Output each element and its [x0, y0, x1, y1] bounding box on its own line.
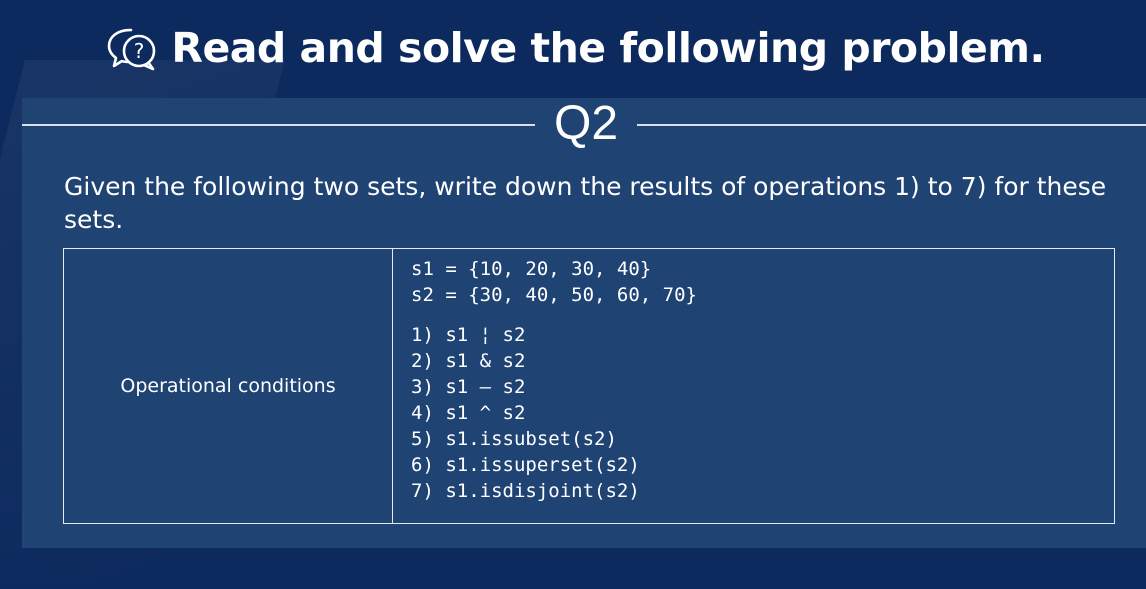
question-chat-bubble-icon: ?: [108, 28, 156, 71]
conditions-table: Operational conditions s1 = {10, 20, 30,…: [63, 248, 1115, 524]
operation-4: 4) s1 ^ s2: [411, 402, 526, 424]
set-definition-s1: s1 = {10, 20, 30, 40}: [411, 258, 652, 280]
spacer: [411, 308, 1114, 322]
header: ? Read and solve the following problem.: [0, 18, 1146, 78]
divider-left: [22, 124, 535, 126]
operation-6: 6) s1.issuperset(s2): [411, 454, 640, 476]
conditions-content: s1 = {10, 20, 30, 40} s2 = {30, 40, 50, …: [393, 249, 1114, 523]
question-number: Q2: [553, 97, 619, 150]
operation-1: 1) s1 ¦ s2: [411, 324, 526, 346]
operation-3: 3) s1 – s2: [411, 376, 526, 398]
page-title: Read and solve the following problem.: [171, 24, 1045, 72]
divider-right: [637, 124, 1146, 126]
problem-text: Given the following two sets, write down…: [64, 172, 1107, 234]
svg-text:?: ?: [134, 39, 145, 63]
set-definition-s2: s2 = {30, 40, 50, 60, 70}: [411, 284, 697, 306]
content-panel: [22, 98, 1146, 548]
conditions-label: Operational conditions: [64, 249, 393, 523]
operation-7: 7) s1.isdisjoint(s2): [411, 480, 640, 502]
operation-2: 2) s1 & s2: [411, 350, 526, 372]
operation-5: 5) s1.issubset(s2): [411, 428, 617, 450]
